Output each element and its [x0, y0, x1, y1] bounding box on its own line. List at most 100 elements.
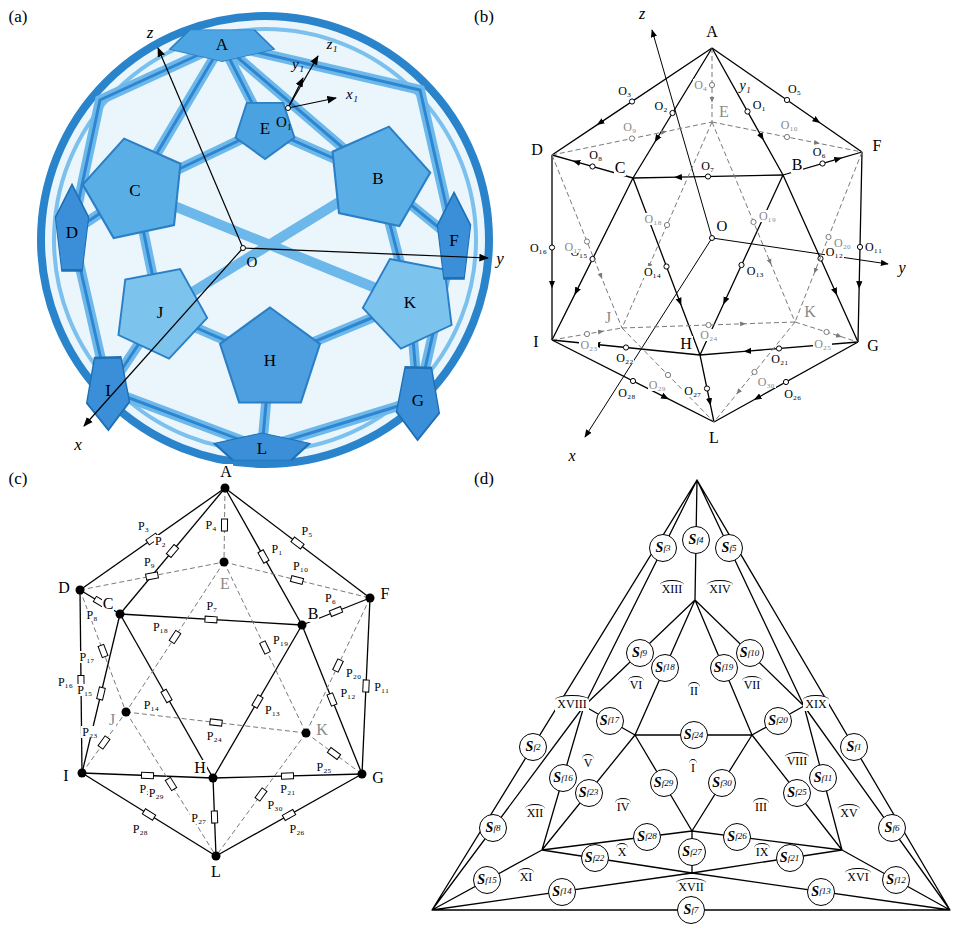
spring-label: P₁₉ [272, 634, 289, 646]
icosahedron-edge [795, 152, 862, 322]
midpoint-marker [584, 239, 589, 244]
vertex-label: A [216, 36, 228, 53]
spring-symbol [166, 544, 178, 557]
pentagon-panel [103, 250, 221, 366]
point-label: O₂₂ [615, 352, 634, 364]
vector-symbol: S [655, 661, 663, 675]
icosahedron-edge [700, 175, 783, 355]
spring-label: P₂₀ [345, 667, 362, 679]
spring-label: P₁₄ [143, 699, 160, 711]
force-circle: Sf24 [680, 721, 708, 749]
spring-label: P₆ [324, 592, 337, 604]
vertex-label: C [129, 182, 140, 199]
vertex-label: J [108, 712, 116, 728]
spring-symbol [252, 695, 263, 708]
icosahedron-edge [306, 598, 370, 733]
point-label: O₃₀ [757, 376, 776, 388]
pentagon-panel [75, 128, 192, 242]
pentagon-panel [55, 185, 88, 271]
icosahedron-edge [362, 598, 370, 774]
spring-symbol [290, 576, 303, 585]
axis-line [652, 30, 712, 238]
axis-line [243, 248, 488, 258]
vector-symbol: S [553, 771, 561, 785]
spring-label: P₁ [271, 543, 284, 555]
midpoint-marker [704, 386, 709, 391]
vertex-dot [122, 708, 131, 717]
point-label: O₁₉ [758, 210, 777, 222]
force-circle: Sf25 [783, 779, 811, 807]
point-label: O₂₈ [617, 387, 636, 399]
spring-symbol [211, 811, 217, 823]
point-label: O₅ [787, 83, 802, 95]
vertex-dot [78, 769, 87, 778]
subscript-index: f16 [561, 774, 573, 783]
axis-label: z [147, 24, 154, 41]
icosahedron-edge [213, 625, 302, 778]
point-label: O₁₇ [563, 241, 582, 253]
subscript-index: f10 [748, 649, 760, 658]
axis-line [288, 98, 336, 108]
spring-label: P₄ [205, 519, 218, 531]
midpoint-marker [820, 161, 825, 166]
icosahedron-edge [80, 488, 225, 590]
vertex-label: H [264, 352, 276, 369]
pentagon-panel [80, 335, 138, 438]
point-label: O₂ [654, 100, 669, 112]
vector-symbol: S [811, 885, 819, 899]
vertex-dot [298, 621, 307, 630]
vector-symbol: S [722, 541, 730, 555]
spring-label: P₂₄ [206, 730, 223, 742]
subscript-index: f27 [690, 848, 702, 857]
vertex-label: D [57, 580, 71, 596]
spring-symbol [221, 519, 227, 531]
midpoint-marker [665, 372, 670, 377]
subscript-index: f23 [587, 788, 599, 797]
vertex-label: C [614, 160, 627, 176]
vertex-label: A [219, 464, 233, 480]
icosahedron-edge [552, 155, 622, 328]
force-circle: Sf10 [736, 639, 764, 667]
vertex-dot [302, 729, 311, 738]
vertex-label: H [193, 760, 207, 776]
midpoint-marker [664, 222, 669, 227]
icosahedron-edge [633, 48, 712, 178]
vector-symbol: S [585, 851, 593, 865]
subscript-index: f9 [640, 649, 647, 658]
spring-symbol [165, 777, 176, 790]
face-number: II [688, 682, 700, 698]
axis-label: z [639, 6, 645, 22]
point-label: O₁ [752, 99, 767, 111]
icosahedron-edge [82, 773, 216, 856]
net-graph [432, 480, 950, 910]
force-circle: Sf4 [682, 526, 710, 554]
point-label: O₉ [622, 121, 637, 133]
axis-label: x₁ [346, 87, 358, 102]
midpoint-marker [745, 109, 750, 114]
spring-symbol [329, 606, 342, 616]
icosahedron-edge [216, 774, 362, 856]
midpoint-marker [705, 174, 710, 179]
vertex-label: D [530, 142, 544, 158]
vector-symbol: S [600, 714, 608, 728]
spring-label: P₁₂ [339, 687, 356, 699]
vector-symbol: S [654, 776, 662, 790]
spring-symbol [260, 641, 271, 654]
vector-symbol: S [552, 885, 560, 899]
midpoint-marker [629, 99, 634, 104]
midpoint-marker [584, 331, 589, 336]
axis-label: x [568, 448, 575, 464]
icosahedron-edge [633, 178, 700, 355]
vertex-label: E [219, 576, 231, 592]
spring-symbol [205, 616, 217, 623]
subscript-index: f28 [645, 832, 657, 841]
pentagon-panel [388, 345, 446, 448]
vector-symbol: S [740, 646, 748, 660]
midpoint-marker [784, 97, 789, 102]
vertex-label: F [449, 232, 458, 249]
axis-label: y₁ [292, 57, 304, 72]
vertex-label: L [210, 864, 222, 880]
point-label: O₂₅ [813, 338, 832, 350]
vector-symbol: S [682, 845, 690, 859]
